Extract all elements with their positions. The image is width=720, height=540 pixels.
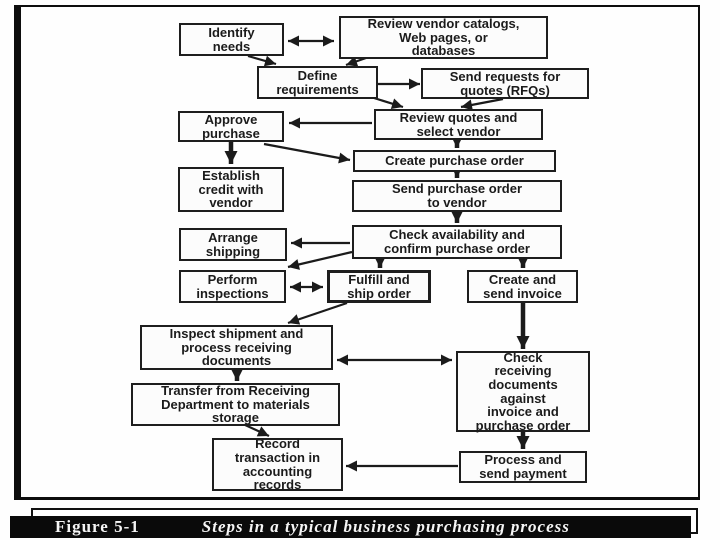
- arrow-define-reviewquotes: [373, 96, 404, 109]
- node-fulfill-ship-order: Fulfill and ship order: [327, 270, 431, 303]
- arrow-approve-createpo: [263, 142, 351, 164]
- node-create-purchase-order: Create purchase order: [353, 150, 556, 172]
- node-perform-inspections: Perform inspections: [179, 270, 286, 303]
- node-review-vendor-catalogs: Review vendor catalogs, Web pages, or da…: [339, 16, 548, 59]
- node-establish-credit: Establish credit with vendor: [178, 167, 284, 212]
- caption-bar: Figure 5-1 Steps in a typical business p…: [10, 516, 691, 538]
- node-define-requirements: Define requirements: [257, 66, 378, 99]
- node-inspect-shipment: Inspect shipment and process receiving d…: [140, 325, 333, 370]
- node-record-transaction: Record transaction in accounting records: [212, 437, 343, 491]
- node-approve-purchase: Approve purchase: [178, 111, 284, 142]
- figure-title: Steps in a typical business purchasing p…: [201, 517, 570, 536]
- node-arrange-shipping: Arrange shipping: [179, 228, 287, 261]
- node-process-send-payment: Process and send payment: [459, 451, 587, 483]
- node-transfer-receiving: Transfer from Receiving Department to ma…: [131, 383, 340, 426]
- node-send-purchase-order: Send purchase order to vendor: [352, 180, 562, 212]
- arrow-transfer-record: [242, 423, 270, 437]
- node-identify-needs: Identify needs: [179, 23, 284, 56]
- arrow-review-define: [345, 56, 367, 67]
- node-review-quotes: Review quotes and select vendor: [374, 109, 543, 140]
- arrow-rfq-reviewquotes: [460, 97, 504, 111]
- node-check-receiving-documents: Check receiving documents against invoic…: [456, 351, 590, 432]
- arrow-identify-define: [247, 54, 277, 67]
- figure-label: Figure 5-1: [55, 517, 140, 536]
- diagram-frame: [14, 5, 700, 500]
- node-check-availability: Check availability and confirm purchase …: [352, 225, 562, 259]
- arrow-checkavail-perform: [287, 250, 353, 270]
- arrow-fulfill-inspect: [287, 301, 348, 325]
- node-create-send-invoice: Create and send invoice: [467, 270, 578, 303]
- node-send-rfq: Send requests for quotes (RFQs): [421, 68, 589, 99]
